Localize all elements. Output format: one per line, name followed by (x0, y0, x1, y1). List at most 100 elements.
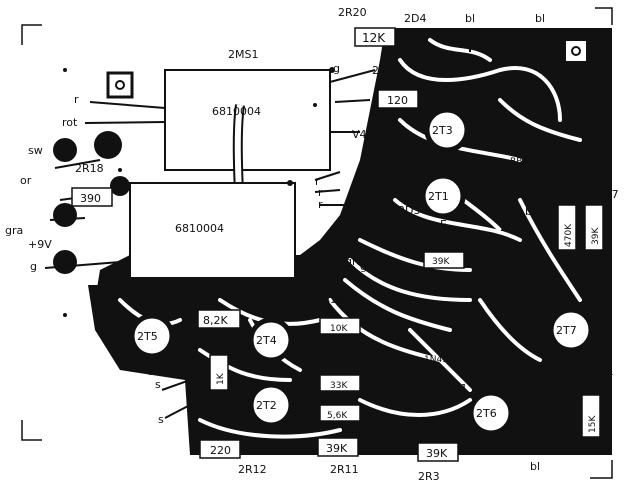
module-2ms1-ref: 2MS1 (228, 48, 258, 61)
r5-value: 39K (432, 257, 450, 267)
transistor-2t1: 2T1 (420, 173, 466, 219)
svg-text:2T2: 2T2 (256, 399, 277, 412)
transistor-2t5: 2T5 (129, 313, 175, 359)
resistor-values: 12K 120 390 8,2K 220 39K 39K 470K 39K 39… (80, 31, 601, 460)
svg-text:B: B (118, 332, 126, 345)
transistor-2t7: 2T7 (548, 307, 594, 353)
corner-marks (21, 7, 613, 479)
svg-text:2T1: 2T1 (428, 190, 449, 203)
r12-ref: 2R12 (238, 463, 267, 476)
svg-text:S: S (514, 42, 521, 55)
svg-text:C: C (485, 368, 493, 381)
svg-text:r: r (318, 198, 323, 211)
transistors: 2T3 2T1 2T5 2T4 2T2 2T6 2T7 (129, 107, 594, 436)
svg-text:C: C (566, 294, 574, 307)
svg-text:1N4148: 1N4148 (424, 355, 460, 365)
r16-value: 8,2K (203, 314, 228, 327)
diode-labels: 2D4 ZF6,8 2D5 BB0C000 2D1 2D2 2D3 (398, 12, 600, 441)
svg-text:2T7: 2T7 (556, 324, 577, 337)
svg-text:g: g (333, 62, 340, 75)
r17-value: 1K (216, 372, 226, 385)
d5-value: BB0C000 (510, 157, 552, 167)
r1-value: 15K (588, 415, 598, 433)
r12-value: 220 (210, 444, 231, 457)
resistor-boxes (71, 27, 604, 462)
r16-ref: 2R16 (206, 287, 235, 300)
svg-text:1n: 1n (421, 376, 432, 386)
svg-text:E: E (440, 162, 447, 175)
svg-text:gra: gra (5, 224, 23, 237)
svg-text:10n: 10n (540, 373, 557, 383)
svg-text:2T3: 2T3 (432, 124, 453, 137)
resistor-refs: 2R20 2R22 2R18 2R16 2R12 2R11 2R3 2R8 2R… (75, 6, 619, 483)
transistor-2t4: 2T4 (248, 317, 294, 363)
r8-ref: 2R8 (556, 183, 578, 196)
svg-text:gra: gra (345, 255, 363, 268)
r17-ref: 2R17 (188, 403, 217, 416)
svg-text:r: r (315, 175, 320, 188)
r20-value: 12K (362, 31, 386, 45)
svg-text:1N4148: 1N4148 (312, 296, 348, 306)
svg-text:10n: 10n (315, 351, 332, 361)
r7-ref: 2R7 (597, 188, 619, 201)
svg-text:s: s (155, 378, 161, 391)
svg-text:V6: V6 (312, 252, 327, 265)
d4-ref: 2D4 (404, 12, 426, 25)
svg-text:V4: V4 (352, 128, 367, 141)
r5-ref: 2R5 (477, 240, 499, 253)
r22-ref: 2R22 (372, 64, 401, 77)
svg-text:2T5: 2T5 (137, 330, 158, 343)
svg-text:C: C (143, 296, 151, 309)
d4-value: ZF6,8 (440, 28, 471, 41)
transistor-2t2: 2T2 (248, 382, 294, 428)
svg-text:s: s (158, 413, 164, 426)
d3-ref: 2D3 (398, 204, 420, 217)
svg-text:bl: bl (465, 12, 475, 25)
part-labels: 1N4148 1N4148 1N4148 1n 10n 10n 10n (312, 292, 557, 431)
r3-value: 39K (426, 447, 448, 460)
svg-text:g: g (30, 260, 37, 273)
r1-ref: 2R1 (590, 442, 612, 455)
svg-text:bl: bl (535, 12, 545, 25)
r7-value: 39K (591, 227, 601, 245)
svg-text:sw: sw (28, 144, 43, 157)
svg-text:E: E (176, 332, 183, 345)
svg-text:B: B (603, 325, 611, 338)
d5-ref: 2D5 (578, 82, 600, 95)
d2-ref: 2D2 (427, 428, 449, 441)
wire-labels: bl bl bl g g r r r r rot sw sw or s s s … (5, 12, 563, 473)
r8-value: 470K (564, 223, 574, 247)
svg-text:sw: sw (148, 365, 163, 378)
c1-ref: 2C1 (592, 365, 614, 378)
r18-value: 390 (80, 192, 101, 205)
pin-labels: B C E B E C B E C E B C E B C S (118, 42, 611, 455)
svg-text:C: C (440, 85, 448, 98)
svg-text:2T6: 2T6 (476, 407, 497, 420)
r10-value: 5,6K (327, 411, 348, 421)
svg-text:E: E (485, 442, 492, 455)
r11-ref: 2R11 (330, 463, 359, 476)
svg-text:B: B (515, 408, 523, 421)
module-2ms2: 2MS2 6810004 (129, 182, 296, 297)
module-2ms2-part: 6810004 (175, 222, 224, 235)
svg-text:bl: bl (530, 460, 540, 473)
svg-text:1N4148: 1N4148 (396, 421, 432, 431)
svg-text:r: r (318, 186, 323, 199)
svg-text:ge: ge (485, 98, 499, 111)
r11-value: 39K (326, 442, 348, 455)
r6-value: 10K (330, 324, 348, 334)
r18-ref: 2R18 (75, 162, 104, 175)
capacitor-labels: 2C2 2C1 2C3 (378, 221, 614, 405)
r22-value: 120 (387, 94, 408, 107)
c3-ref: 2C3 (378, 392, 400, 405)
svg-text:gn: gn (393, 173, 407, 186)
module-2ms2-ref: 2MS2 (248, 284, 278, 297)
transistor-2t3: 2T3 (424, 107, 470, 153)
svg-text:2T4: 2T4 (256, 334, 277, 347)
r9-value: 33K (330, 381, 348, 391)
svg-text:r: r (74, 93, 79, 106)
svg-text:gn: gn (360, 260, 374, 273)
svg-text:B: B (470, 188, 478, 201)
